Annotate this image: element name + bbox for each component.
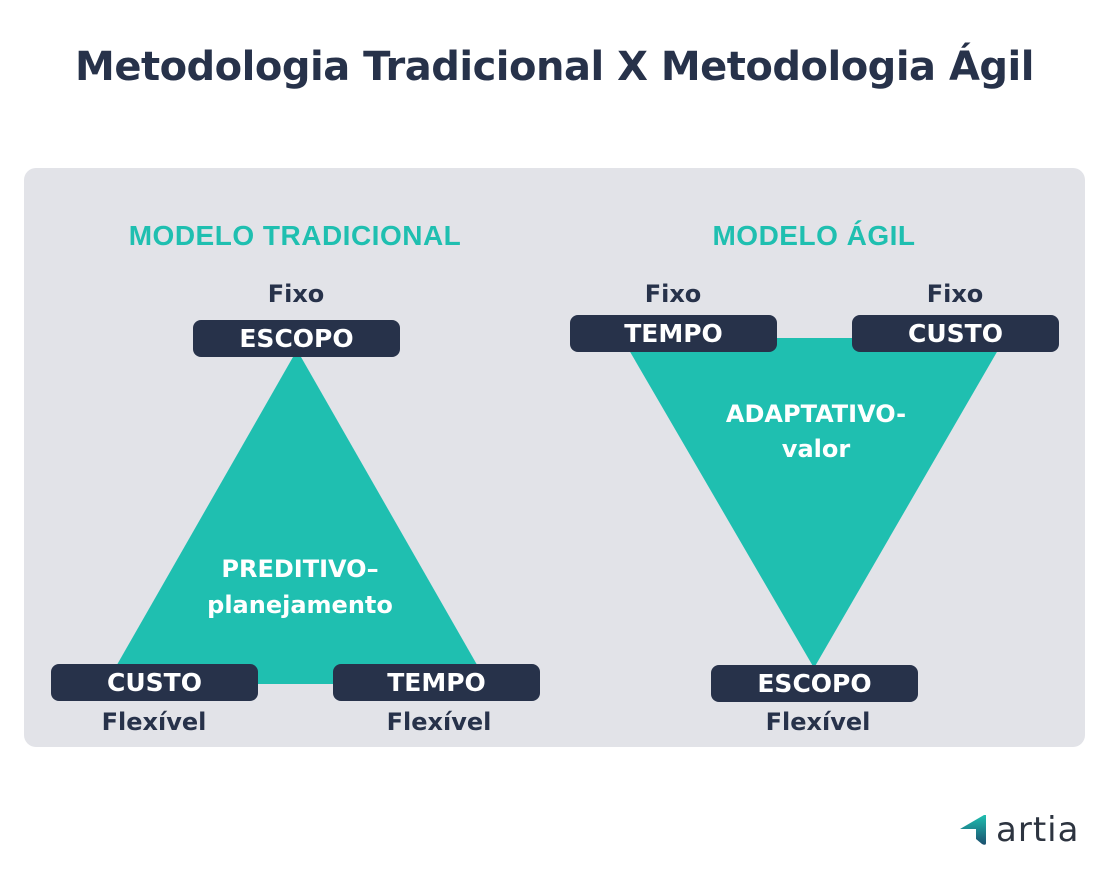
traditional-top-state: Fixo (267, 280, 325, 308)
artia-logo-text: artia (996, 810, 1080, 850)
artia-logo: artia (958, 810, 1079, 850)
agile-escopo-pill: ESCOPO (711, 665, 918, 702)
agile-center-line2: valor (781, 435, 851, 463)
agile-inverted-triangle (622, 338, 1005, 668)
agile-custo-pill: CUSTO (852, 315, 1059, 352)
agile-tempo-pill: TEMPO (570, 315, 777, 352)
page-title: Metodologia Tradicional X Metodologia Ág… (75, 44, 1034, 90)
traditional-escopo-pill: ESCOPO (193, 320, 400, 357)
traditional-center-line1: PREDITIVO– (221, 555, 379, 583)
traditional-custo-state: Flexível (101, 708, 207, 736)
agile-escopo-state: Flexível (765, 708, 871, 736)
traditional-tempo-pill: TEMPO (333, 664, 540, 701)
agile-center-line1: ADAPTATIVO- (725, 400, 907, 428)
agile-custo-state: Fixo (926, 280, 984, 308)
traditional-tempo-state: Flexível (386, 708, 492, 736)
agile-heading: MODELO ÁGIL (712, 220, 916, 251)
artia-logo-icon (960, 815, 986, 845)
traditional-triangle (106, 350, 488, 684)
traditional-custo-pill: CUSTO (51, 664, 258, 701)
traditional-heading: MODELO TRADICIONAL (128, 220, 462, 251)
agile-tempo-state: Fixo (644, 280, 702, 308)
traditional-center-line2: planejamento (207, 591, 393, 619)
